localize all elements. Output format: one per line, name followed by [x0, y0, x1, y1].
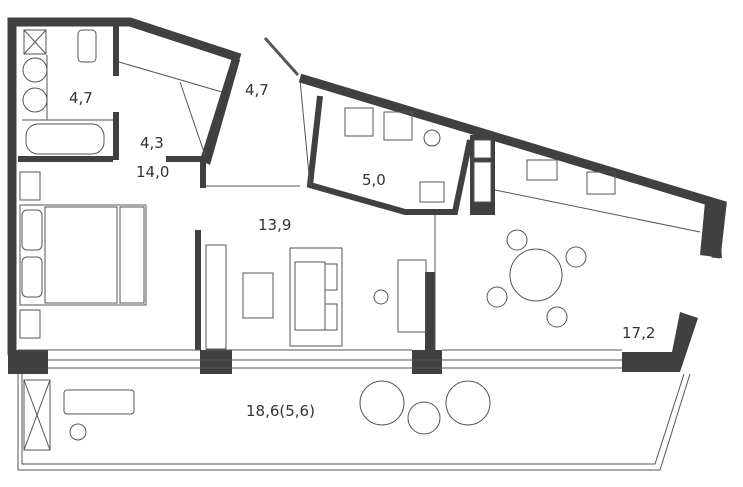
entry-door[interactable]	[263, 37, 300, 76]
room-area-living-room: 13,9	[258, 216, 291, 234]
room-area-wardrobe: 4,3	[140, 134, 164, 152]
bathroom-fixtures	[22, 29, 113, 155]
interior-walls	[18, 26, 495, 350]
room-area-terrace: 18,6(5,6)	[246, 402, 315, 420]
bed	[19, 171, 147, 339]
terrace-furniture	[23, 379, 491, 451]
terrace-outline	[17, 359, 691, 471]
room-area-kitchen-dining: 17,2	[622, 324, 655, 342]
partition-lines	[18, 61, 622, 351]
room-area-bathroom: 4,7	[69, 89, 93, 107]
dining-set	[486, 159, 701, 328]
exterior-walls	[7, 17, 727, 374]
room-area-hallway: 4,7	[245, 81, 269, 99]
living-furniture	[205, 244, 427, 350]
room-area-laundry: 5,0	[362, 171, 386, 189]
room-area-bedroom: 14,0	[136, 163, 169, 181]
laundry-fixtures	[344, 107, 445, 203]
